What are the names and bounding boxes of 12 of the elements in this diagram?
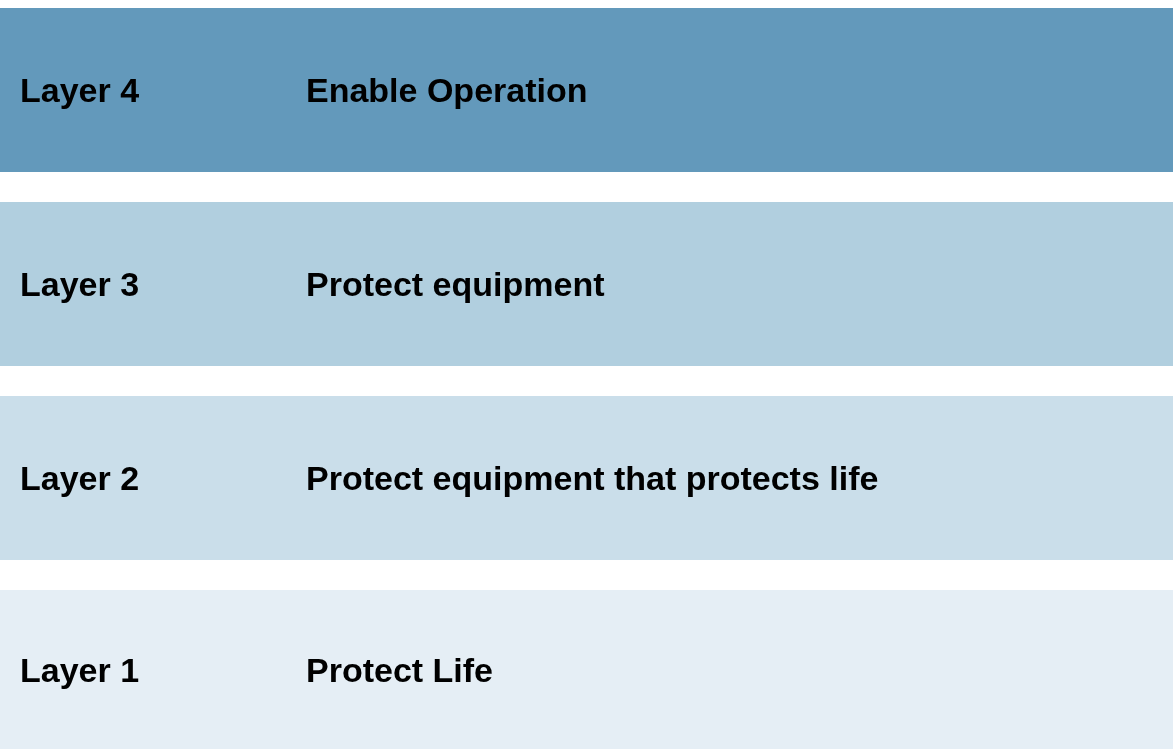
layer-description: Protect equipment — [306, 264, 605, 304]
layer-number: Layer 1 — [20, 650, 140, 689]
layer-description: Protect Life — [306, 650, 494, 689]
layer-number: Layer 2 — [20, 458, 140, 498]
layer-band — [0, 590, 1173, 749]
layer-description: Protect equipment that protects life — [306, 458, 879, 498]
layer-band — [0, 8, 1173, 172]
layer-band — [0, 202, 1173, 366]
layer-number: Layer 4 — [20, 70, 140, 110]
layer-description: Enable Operation — [306, 70, 588, 110]
layer-band — [0, 396, 1173, 560]
layer-number: Layer 3 — [20, 264, 140, 304]
